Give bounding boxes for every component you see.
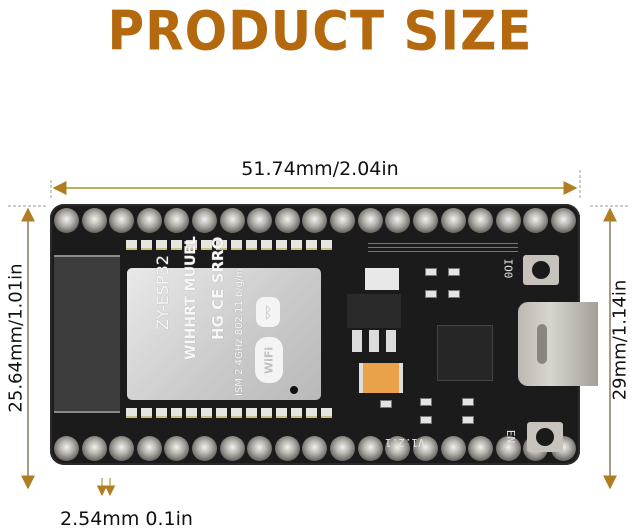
esp32-module-shield [127, 268, 321, 400]
header-pin [164, 208, 190, 233]
smd-component [425, 268, 437, 276]
pcb-antenna [54, 255, 120, 413]
smd-component [420, 398, 432, 406]
total-width-dimension-label: 29mm/1.14in [609, 279, 631, 401]
top-pin-header [54, 208, 576, 233]
header-pin [412, 436, 438, 461]
regulator-leg [369, 330, 379, 352]
header-pin [54, 436, 79, 461]
smd-component [448, 268, 460, 276]
header-pin [219, 436, 245, 461]
header-pin [495, 436, 521, 461]
header-pin [274, 436, 300, 461]
header-pin [357, 208, 383, 233]
header-pin [136, 208, 162, 233]
pcb-width-dimension-label: 25.64mm/1.01in [5, 263, 27, 413]
header-pin [274, 208, 300, 233]
pcb-trace [368, 251, 518, 252]
module-text-line2: WIHHRT MUUEL [183, 236, 199, 360]
header-pin [109, 436, 135, 461]
header-pin [385, 436, 411, 461]
module-cert-text: HG CE SRRO [209, 236, 227, 340]
header-pin [302, 436, 328, 461]
reset-button[interactable] [527, 422, 563, 452]
header-pin [468, 208, 494, 233]
module-pads-top [126, 240, 332, 250]
smd-component [380, 400, 392, 408]
module-pads-bottom [126, 408, 332, 418]
bottom-pin-header [54, 436, 576, 461]
voltage-regulator [347, 294, 401, 328]
header-pin [468, 436, 494, 461]
smd-component [448, 290, 460, 298]
smd-component [425, 290, 437, 298]
header-pin [109, 208, 135, 233]
header-pin [164, 436, 190, 461]
regulator-leg [352, 330, 362, 352]
header-pin [523, 208, 549, 233]
usb-c-port [537, 324, 547, 364]
length-dimension-label: 51.74mm/2.04in [241, 158, 399, 180]
header-pin [440, 436, 466, 461]
bluetooth-icon: ᛒ [256, 297, 280, 327]
header-pin [54, 208, 79, 233]
header-pin [247, 208, 273, 233]
header-pin [412, 208, 438, 233]
header-pin [330, 208, 356, 233]
module-name: ZY-ESP32 [153, 255, 172, 330]
smd-component [462, 416, 474, 424]
smd-component [462, 398, 474, 406]
header-pin [302, 208, 328, 233]
boot-button[interactable] [523, 255, 559, 285]
header-pin [81, 208, 107, 233]
header-pin [330, 436, 356, 461]
header-pin [440, 208, 466, 233]
pcb-trace [368, 247, 518, 248]
header-pin [385, 208, 411, 233]
header-pin [136, 436, 162, 461]
module-spec-text: ISM 2.4GHz 802.11 b/g/m [234, 267, 245, 396]
header-pin [192, 208, 218, 233]
usb-c-connector [518, 302, 598, 386]
header-pin [81, 436, 107, 461]
pin-pitch-label: 2.54mm 0.1in [60, 508, 193, 530]
usb-uart-chip [437, 325, 493, 381]
boot-button-label: IO0 [501, 258, 515, 279]
header-pin [247, 436, 273, 461]
tantalum-capacitor [359, 363, 403, 393]
wifi-badge: WiFi [255, 337, 283, 383]
header-pin [550, 208, 576, 233]
board-version-label: V1.2.1 [385, 436, 425, 449]
header-pin [495, 208, 521, 233]
reset-button-label: EN [504, 429, 518, 444]
smd-component [420, 416, 432, 424]
regulator-leg [386, 330, 396, 352]
page-title: PRODUCT SIZE [107, 0, 533, 63]
header-pin [357, 436, 383, 461]
voltage-regulator-tab [365, 268, 399, 290]
header-pin [219, 208, 245, 233]
pin1-marker [290, 386, 298, 394]
pcb-trace [368, 243, 518, 244]
header-pin [192, 436, 218, 461]
